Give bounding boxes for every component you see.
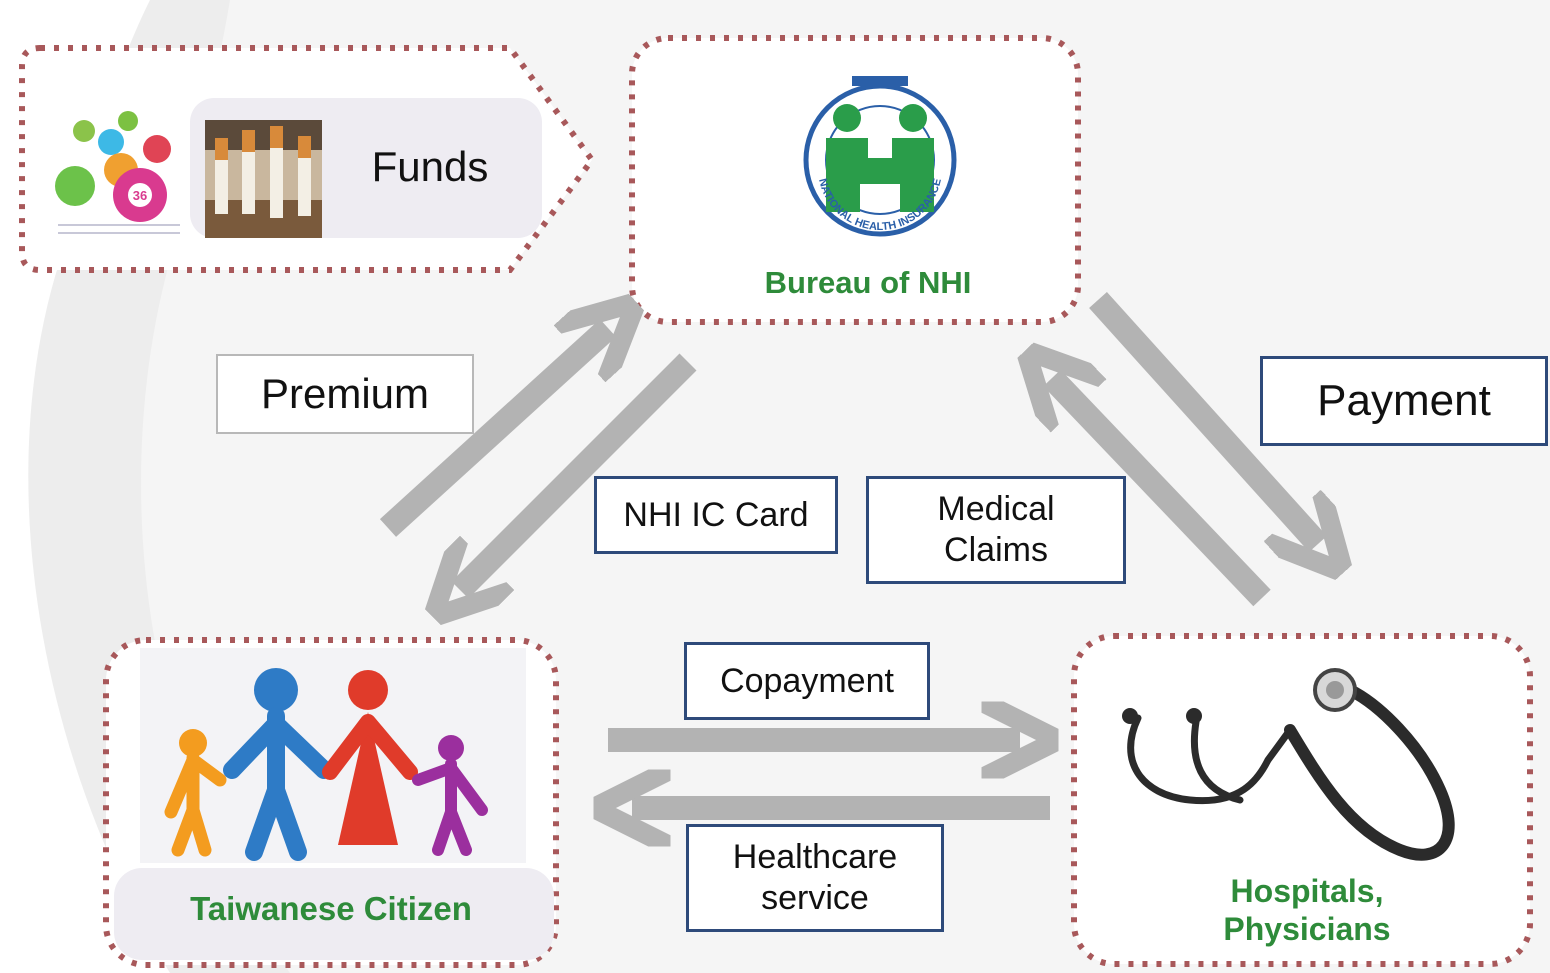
premium-label: Premium — [216, 354, 474, 434]
hospitals-label: Hospitals, Physicians — [1150, 872, 1464, 948]
medical-claims-arrow — [1052, 378, 1271, 607]
nhi-logo — [803, 76, 957, 237]
healthcare-service-line2: service — [761, 879, 869, 917]
payment-label: Payment — [1260, 356, 1548, 446]
copayment-label: Copayment — [684, 642, 930, 720]
cigarettes-image — [205, 120, 322, 238]
svg-text:36: 36 — [133, 188, 147, 203]
funds-label: Funds — [371, 142, 489, 190]
premium-arrow — [379, 328, 608, 537]
citizen-label-panel — [114, 868, 554, 960]
medical-claims-line2: Claims — [944, 531, 1048, 569]
payment-arrow — [1089, 291, 1318, 544]
healthcare-service-label: Healthcare service — [686, 824, 944, 932]
medical-claims-line1: Medical — [937, 490, 1055, 529]
family-image — [164, 668, 488, 861]
bureau-label: Bureau of NHI — [668, 258, 1068, 308]
hospitals-label-line1: Hospitals, — [1230, 873, 1384, 909]
stethoscope-image — [1122, 668, 1455, 861]
lottery-balls-image: 36 — [55, 111, 180, 234]
hospitals-label-line2: Physicians — [1223, 911, 1391, 947]
nhi-card-arrow — [460, 353, 697, 590]
medical-claims-label: Medical Claims — [866, 476, 1126, 584]
flow-arrows — [379, 291, 1318, 808]
nhi-card-label: NHI IC Card — [594, 476, 838, 554]
healthcare-service-line1: Healthcare — [732, 838, 898, 877]
citizen-label: Taiwanese Citizen — [190, 890, 472, 927]
